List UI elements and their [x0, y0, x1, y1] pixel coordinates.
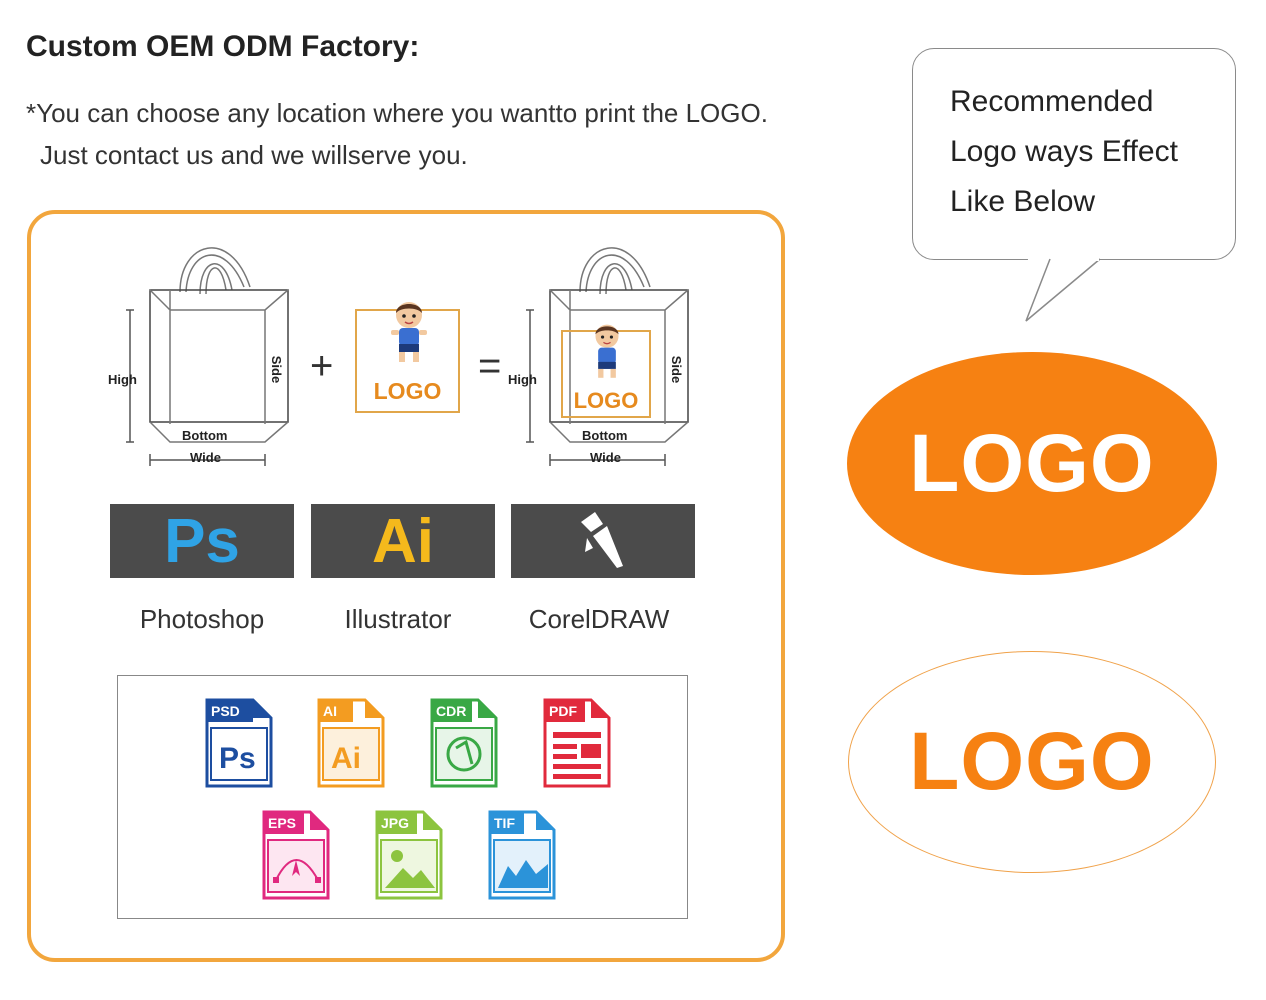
coreldraw-tile	[511, 504, 695, 578]
coreldraw-label: CorelDRAW	[528, 604, 670, 634]
bag-label-side: Side	[669, 355, 685, 384]
bag-label-wide: Wide	[590, 450, 621, 465]
plus-sign: +	[310, 344, 334, 388]
logo-sample-card: LOGO	[355, 302, 460, 413]
bag-label-bottom: Bottom	[182, 428, 228, 443]
bubble-line-3: Like Below	[950, 185, 1096, 218]
logo-outline-oval: LOGO	[848, 651, 1216, 873]
file-formats-box	[117, 675, 688, 919]
psd-tag: PSD	[211, 703, 240, 719]
bag-label-wide: Wide	[190, 450, 221, 465]
bubble-line-1: Recommended	[950, 85, 1154, 118]
illustrator-tile: Ai	[311, 504, 495, 578]
bag-label-high: High	[508, 372, 537, 387]
coreldraw-pen-icon	[581, 512, 623, 568]
illustrator-label: Illustrator	[344, 604, 452, 634]
eps-file-icon: EPS	[262, 810, 330, 900]
page-title: Custom OEM ODM Factory:	[26, 30, 420, 63]
bag-logo-label: LOGO	[573, 388, 639, 413]
cdr-file-icon: CDR	[430, 698, 498, 788]
pdf-file-icon: PDF	[543, 698, 611, 788]
cartoon-boy-icon	[391, 302, 427, 362]
jpg-file-icon: JPG	[375, 810, 443, 900]
ai-tag: AI	[323, 703, 337, 719]
ai-glyph: Ai	[331, 742, 361, 775]
pdf-tag: PDF	[549, 703, 577, 719]
bag-label-bottom: Bottom	[582, 428, 628, 443]
bubble-tail	[1025, 258, 1101, 322]
photoshop-tile: Ps	[110, 504, 294, 578]
blank-bag-icon	[126, 247, 289, 466]
customization-panel	[27, 210, 785, 962]
illustrator-badge: Ai	[372, 506, 434, 576]
ai-file-icon: AI Ai	[317, 698, 385, 788]
photoshop-badge: Ps	[164, 506, 240, 576]
psd-file-icon: PSD Ps	[205, 698, 273, 788]
logo-bag-icon	[526, 247, 689, 466]
photoshop-label: Photoshop	[139, 604, 265, 634]
cdr-tag: CDR	[436, 703, 466, 719]
tif-file-icon: TIF	[488, 810, 556, 900]
cartoon-boy-icon	[595, 324, 619, 378]
recommendation-bubble: Recommended Logo ways Effect Like Below	[912, 48, 1236, 260]
jpg-tag: JPG	[381, 815, 409, 831]
description-line-1: *You can choose any location where you w…	[26, 98, 768, 128]
tif-tag: TIF	[494, 815, 515, 831]
bag-label-side: Side	[269, 355, 285, 384]
bag-label-high: High	[108, 372, 137, 387]
description-line-2: Just contact us and we willserve you.	[40, 140, 468, 170]
psd-glyph: Ps	[219, 742, 256, 775]
description: *You can choose any location where you w…	[26, 92, 768, 176]
equals-sign: =	[478, 344, 502, 388]
eps-tag: EPS	[268, 815, 296, 831]
bag-logo-print: LOGO	[561, 324, 651, 418]
logo-sample-label: LOGO	[373, 378, 442, 404]
logo-filled-oval: LOGO	[847, 352, 1217, 575]
bubble-line-2: Logo ways Effect	[950, 135, 1178, 168]
